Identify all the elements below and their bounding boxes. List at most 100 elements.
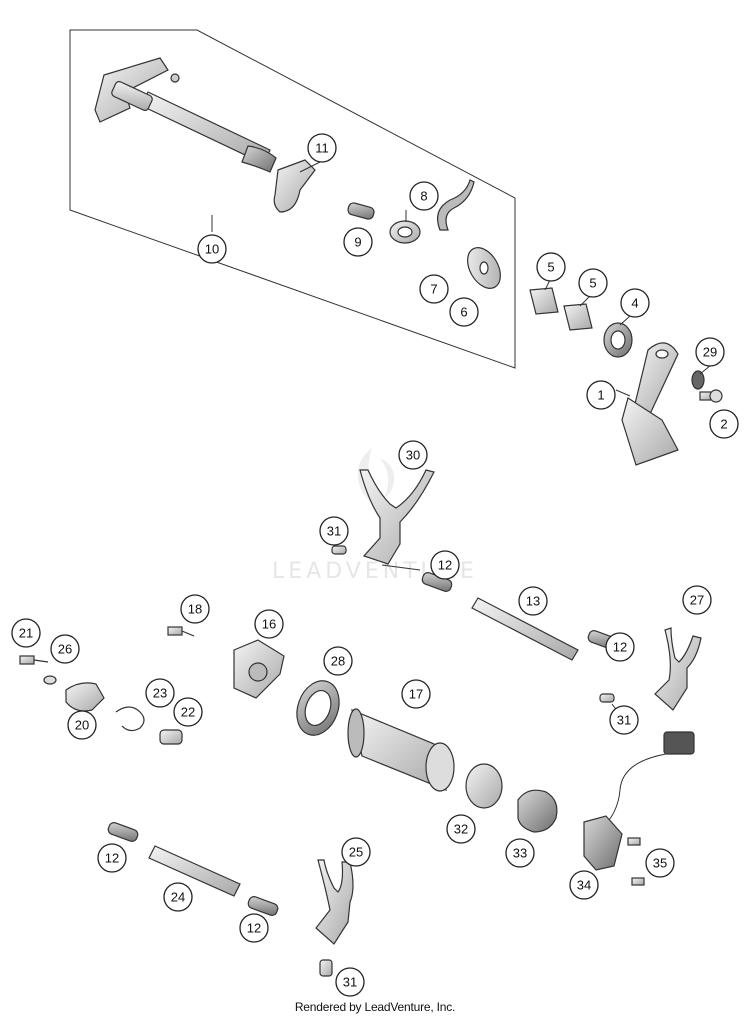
callout-21: 21: [11, 618, 41, 648]
shift-plate: [273, 159, 316, 213]
callout-20: 20: [67, 710, 97, 740]
callout-16: 16: [254, 609, 284, 639]
footer-credit: Rendered by LeadVenture, Inc.: [294, 1000, 456, 1014]
pin-31c: [319, 959, 333, 977]
svg-text:33: 33: [513, 846, 527, 861]
svg-text:5: 5: [547, 260, 554, 275]
star-hub: [248, 662, 268, 682]
svg-text:11: 11: [315, 141, 329, 156]
svg-text:29: 29: [703, 345, 717, 360]
callout-25: 25: [341, 837, 371, 867]
shift-shaft: [94, 57, 277, 173]
svg-text:25: 25: [349, 845, 363, 860]
fork-rod-13: [471, 597, 579, 661]
callout-31a: 31: [319, 516, 349, 546]
shift-fork-27: [654, 627, 702, 711]
callout-31c: 31: [335, 967, 365, 997]
callout-12d: 12: [239, 913, 269, 943]
svg-text:9: 9: [354, 235, 361, 250]
callout-22: 22: [173, 697, 203, 727]
callout-10: 10: [197, 234, 227, 264]
washer-29: [691, 370, 705, 390]
callout-35: 35: [645, 848, 675, 878]
callout-34: 34: [569, 870, 599, 900]
spring-12c: [107, 822, 139, 842]
callout-29: 29: [695, 337, 725, 367]
svg-text:31: 31: [617, 713, 631, 728]
callout-28: 28: [323, 646, 353, 676]
callout-30: 30: [398, 440, 428, 470]
pin-31b: [599, 693, 615, 703]
spring-9: [347, 202, 375, 220]
callout-23: 23: [145, 678, 175, 708]
callout-5a: 5: [536, 252, 566, 282]
assembly-group-outline: [69, 29, 516, 369]
svg-text:31: 31: [343, 975, 357, 990]
bearing-32: [465, 763, 503, 809]
spring-12d: [247, 896, 279, 916]
callout-1: 1: [586, 380, 616, 410]
svg-text:31: 31: [327, 524, 341, 539]
callout-13: 13: [518, 586, 548, 616]
bearing-5a: [529, 287, 559, 315]
shift-lever: [621, 342, 679, 466]
callout-8: 8: [409, 181, 439, 211]
circlip: [437, 179, 475, 231]
shift-fork-30: [359, 469, 435, 565]
svg-text:27: 27: [690, 593, 704, 608]
callout-32: 32: [446, 814, 476, 844]
callout-24: 24: [163, 882, 193, 912]
svg-text:7: 7: [430, 282, 437, 297]
svg-text:28: 28: [331, 654, 345, 669]
callout-31b: 31: [609, 705, 639, 735]
washer-26: [43, 675, 57, 685]
washer-6: [467, 247, 501, 289]
shift-drum: [347, 708, 455, 792]
callout-12a: 12: [430, 550, 460, 580]
callout-26: 26: [50, 634, 80, 664]
svg-text:26: 26: [58, 642, 72, 657]
callout-12c: 12: [97, 843, 127, 873]
svg-text:4: 4: [631, 296, 638, 311]
svg-text:12: 12: [613, 640, 627, 655]
svg-text:12: 12: [247, 921, 261, 936]
svg-text:32: 32: [454, 822, 468, 837]
callout-17: 17: [401, 679, 431, 709]
callout-2: 2: [709, 409, 739, 439]
svg-text:35: 35: [653, 856, 667, 871]
svg-text:22: 22: [181, 705, 195, 720]
pin-31a: [331, 545, 347, 555]
svg-text:17: 17: [409, 687, 423, 702]
svg-text:23: 23: [153, 686, 167, 701]
bolt-18: [167, 626, 195, 637]
svg-text:12: 12: [105, 851, 119, 866]
svg-text:12: 12: [438, 558, 452, 573]
callout-27: 27: [682, 585, 712, 615]
svg-text:18: 18: [188, 602, 202, 617]
seal-28: [296, 680, 340, 736]
gear-sensor-34: [583, 731, 695, 871]
screws-35: [627, 837, 645, 886]
svg-text:10: 10: [205, 242, 219, 257]
callout-7: 7: [419, 274, 449, 304]
fork-rod-24: [148, 845, 241, 897]
callout-6: 6: [449, 297, 479, 327]
callout-18: 18: [180, 594, 210, 624]
return-spring: [389, 220, 421, 244]
sensor-33: [517, 789, 558, 833]
lever-20: [65, 682, 105, 712]
svg-text:24: 24: [171, 890, 185, 905]
bushing-22: [159, 729, 183, 745]
svg-text:13: 13: [526, 594, 540, 609]
seal-ring: [603, 322, 633, 358]
bolt-21: [19, 655, 49, 665]
shift-fork-25: [315, 859, 354, 945]
svg-text:1: 1: [597, 388, 604, 403]
callout-11: 11: [307, 133, 337, 163]
svg-text:16: 16: [262, 617, 276, 632]
callout-33: 33: [505, 838, 535, 868]
callout-5b: 5: [578, 268, 608, 298]
svg-text:5: 5: [589, 276, 596, 291]
svg-text:30: 30: [406, 448, 420, 463]
